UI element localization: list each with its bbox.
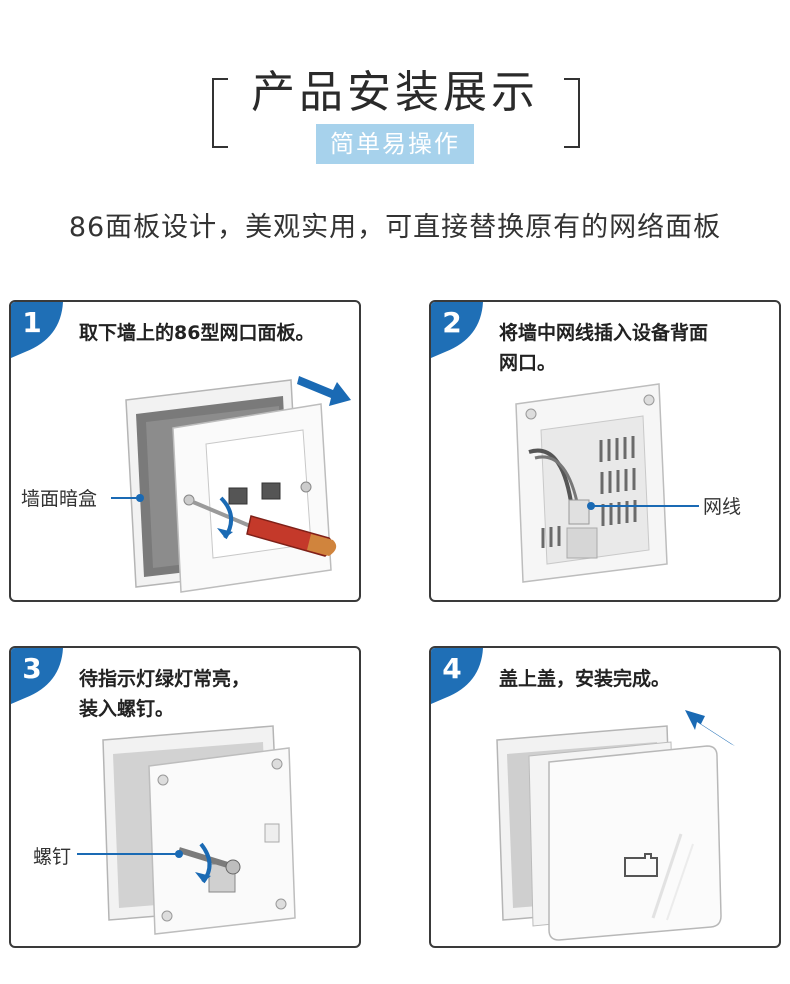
step-1-illustration (111, 376, 351, 593)
step-badge-1: 1 (11, 302, 67, 358)
step-number-2: 2 (442, 306, 462, 339)
title-bracket-right (564, 78, 580, 148)
step-badge-4: 4 (431, 648, 487, 704)
step-number-4: 4 (442, 652, 462, 685)
step-card-2: 2 将墙中网线插入设备背面 网口。 网线 (429, 300, 781, 602)
step-text-2: 将墙中网线插入设备背面 网口。 (499, 322, 709, 374)
step-text-3: 待指示灯绿灯常亮， 装入螺钉。 (79, 668, 251, 720)
callout-network-cable: 网线 (703, 496, 742, 518)
step-badge-3: 3 (11, 648, 67, 704)
step-text-4: 盖上盖，安装完成。 (499, 668, 671, 690)
step-badge-2: 2 (431, 302, 487, 358)
title-bracket-left (212, 78, 228, 148)
step-number-3: 3 (22, 652, 42, 685)
page-title: 产品安装展示 (251, 67, 539, 118)
step-3-illustration (77, 725, 296, 935)
step-2-illustration (515, 383, 699, 583)
step-card-1: 1 取下墙上的86型网口面板。 墙面暗盒 (9, 300, 361, 602)
step-card-3: 3 待指示灯绿灯常亮， 装入螺钉。 螺钉 (9, 646, 361, 948)
step-4-illustration (496, 710, 735, 941)
step-card-4: 4 盖上盖，安装完成。 (429, 646, 781, 948)
tagline: 86面板设计，美观实用，可直接替换原有的网络面板 (68, 212, 722, 243)
callout-wall-box: 墙面暗盒 (21, 488, 98, 510)
step-number-1: 1 (22, 306, 42, 339)
callout-screw: 螺钉 (33, 846, 72, 868)
header: 产品安装展示 简单易操作 (0, 0, 790, 200)
subtitle-tag: 简单易操作 (316, 124, 474, 164)
step-text-1: 取下墙上的86型网口面板。 (79, 322, 315, 344)
